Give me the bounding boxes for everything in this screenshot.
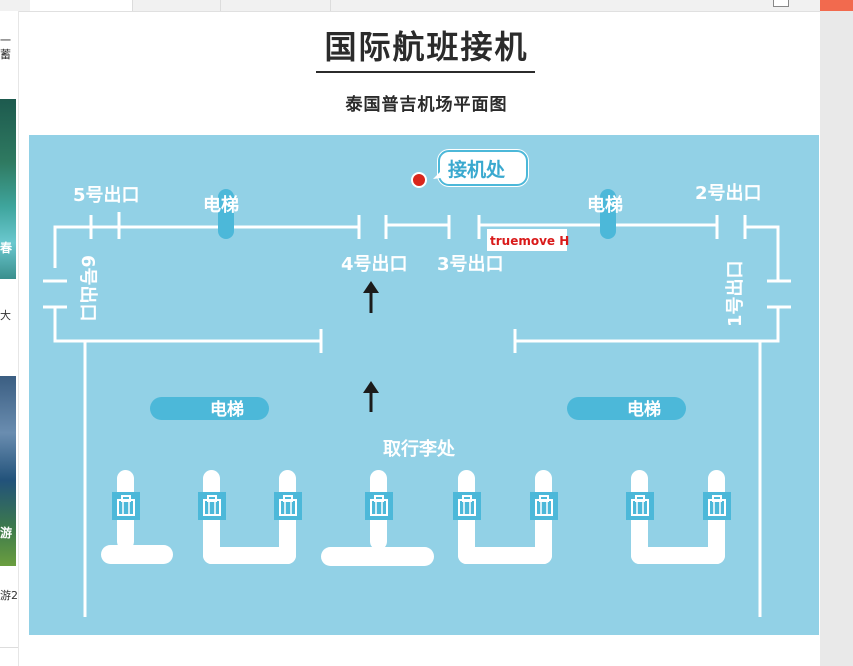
right-gutter	[820, 11, 853, 666]
column-divider	[18, 11, 19, 666]
brand-logo	[487, 229, 567, 251]
left-snippet-1: 一	[0, 34, 11, 47]
wall-mid-left	[53, 307, 323, 353]
left-snippet-5: 游2	[0, 589, 18, 602]
luggage-icon	[274, 492, 302, 520]
thumbnail-image[interactable]: 游	[0, 376, 16, 566]
page-subtitle: 泰国普吉机场平面图	[345, 95, 508, 115]
escalator-pill-right	[567, 397, 686, 420]
wall-mid-right	[513, 307, 780, 353]
escalator-pill-label-left: 电梯	[210, 399, 244, 420]
exit-5-ticks	[89, 215, 121, 239]
exit-6-ticks	[43, 279, 67, 309]
exit-3-label: 3号出口	[437, 253, 504, 275]
luggage-icon	[198, 492, 226, 520]
location-marker-icon	[411, 172, 427, 188]
luggage-icon	[530, 492, 558, 520]
arrow-up-icon	[363, 281, 379, 313]
divider	[0, 647, 18, 648]
brand-logo-text: truemove H	[490, 234, 569, 248]
thumbnail-caption: 春	[0, 241, 13, 255]
speech-bubble	[433, 149, 529, 187]
document-icon[interactable]	[773, 0, 789, 7]
page-title: 国际航班接机	[324, 28, 529, 66]
baggage-claim-label: 取行李处	[383, 438, 456, 460]
exit-4-label: 4号出口	[341, 253, 408, 275]
left-sidebar: 一 蓄 春 大 游 游2	[0, 11, 18, 666]
luggage-icon	[626, 492, 654, 520]
arrow-up-icon	[363, 381, 379, 412]
escalator-pill-label-right: 电梯	[627, 399, 661, 420]
escalator-bar-left	[218, 189, 234, 239]
meeting-point-label: 接机处	[448, 158, 506, 181]
tab[interactable]	[132, 0, 221, 11]
wall-top-right	[477, 215, 719, 239]
tab[interactable]	[220, 0, 331, 11]
luggage-icon	[112, 492, 140, 520]
airport-map: 5号出口 电梯 4号出口 3号出口 电梯 2号出口 取行李处 电梯 电梯 6号出…	[29, 135, 819, 635]
wall-top-right-end	[743, 215, 780, 281]
escalator-pill-left	[150, 397, 269, 420]
luggage-icon	[453, 492, 481, 520]
exit-6-label: 6号出口	[77, 255, 99, 322]
browser-tab-bar	[0, 0, 820, 12]
left-snippet-2: 蓄	[0, 48, 11, 61]
tab-active[interactable]	[30, 0, 133, 11]
exit-2-label: 2号出口	[695, 182, 762, 204]
airport-map-svg: 5号出口 电梯 4号出口 3号出口 电梯 2号出口 取行李处 电梯 电梯 6号出…	[43, 149, 791, 617]
escalator-label-top-right: 电梯	[587, 194, 623, 216]
exit-1-label: 1号出口	[724, 260, 746, 327]
thumbnail-image[interactable]: 春	[0, 99, 16, 279]
escalator-bar-right	[600, 189, 616, 239]
escalator-label-top-left: 电梯	[203, 194, 239, 216]
luggage-icons	[112, 492, 731, 520]
orange-corner	[820, 0, 853, 11]
left-snippet-3: 大	[0, 309, 11, 322]
wall-top-mid	[384, 215, 451, 239]
wall-top-left	[53, 212, 361, 268]
exit-1-ticks	[767, 279, 791, 309]
title-underline	[316, 71, 535, 73]
thumbnail-caption: 游	[0, 526, 13, 540]
luggage-icon	[703, 492, 731, 520]
exit-5-label: 5号出口	[73, 184, 140, 206]
luggage-icon	[365, 492, 393, 520]
